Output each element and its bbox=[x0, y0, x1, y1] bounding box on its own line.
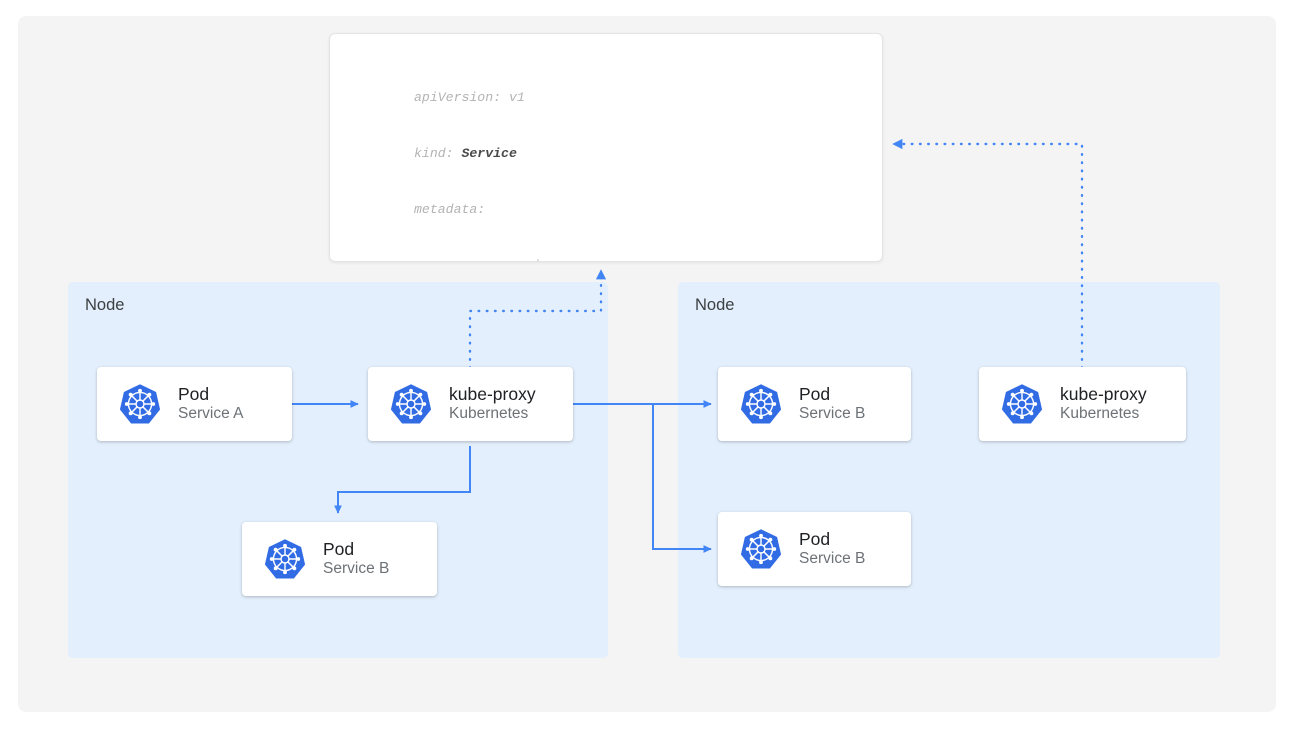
entity-title: Pod bbox=[799, 528, 831, 549]
entity-title: kube-proxy bbox=[449, 383, 536, 404]
entity-kube-proxy-right-labels: kube-proxy Kubernetes bbox=[1060, 384, 1147, 424]
entity-pod-service-b-right-bottom[interactable]: Pod Service B bbox=[718, 512, 911, 586]
entity-title: Pod bbox=[323, 538, 355, 559]
yaml-kind-value: Service bbox=[461, 145, 517, 161]
kubernetes-icon bbox=[740, 384, 782, 424]
entity-pod-service-b-right-top-labels: Pod Service B bbox=[799, 384, 865, 424]
node-group-left: Node bbox=[68, 282, 608, 658]
node-left-label: Node bbox=[85, 296, 125, 314]
entity-subtitle: Service B bbox=[799, 405, 866, 423]
yaml-line-name: name: my-service bbox=[414, 257, 738, 261]
entity-kube-proxy-left-labels: kube-proxy Kubernetes bbox=[449, 384, 536, 424]
entity-subtitle: Kubernetes bbox=[1060, 405, 1140, 423]
entity-subtitle: Service B bbox=[323, 560, 390, 578]
service-manifest-card: apiVersion: v1 kind: Service metadata: n… bbox=[329, 33, 883, 262]
yaml-line-metadata: metadata: bbox=[414, 201, 486, 217]
service-manifest-text: apiVersion: v1 kind: Service metadata: n… bbox=[414, 52, 738, 261]
kubernetes-icon bbox=[264, 539, 306, 579]
entity-pod-service-a-labels: Pod Service A bbox=[178, 384, 243, 424]
entity-pod-service-b-left-labels: Pod Service B bbox=[323, 539, 389, 579]
entity-pod-service-b-right-top[interactable]: Pod Service B bbox=[718, 367, 911, 441]
entity-title: Pod bbox=[178, 383, 210, 404]
entity-subtitle: Kubernetes bbox=[449, 405, 529, 423]
entity-title: kube-proxy bbox=[1060, 383, 1147, 404]
entity-pod-service-a[interactable]: Pod Service A bbox=[97, 367, 292, 441]
yaml-line-kind: kind: Service bbox=[414, 145, 517, 161]
kubernetes-icon bbox=[740, 529, 782, 569]
entity-pod-service-b-right-bottom-labels: Pod Service B bbox=[799, 529, 865, 569]
entity-kube-proxy-right[interactable]: kube-proxy Kubernetes bbox=[979, 367, 1186, 441]
yaml-line-apiversion: apiVersion: v1 bbox=[414, 90, 525, 106]
node-group-right: Node bbox=[678, 282, 1220, 658]
entity-subtitle: Service B bbox=[799, 550, 866, 568]
kubernetes-icon bbox=[119, 384, 161, 424]
entity-subtitle: Service A bbox=[178, 405, 244, 423]
kubernetes-icon bbox=[1001, 384, 1043, 424]
kubernetes-icon bbox=[390, 384, 432, 424]
entity-kube-proxy-left[interactable]: kube-proxy Kubernetes bbox=[368, 367, 573, 441]
node-right-label: Node bbox=[695, 296, 735, 314]
entity-title: Pod bbox=[799, 383, 831, 404]
entity-pod-service-b-left[interactable]: Pod Service B bbox=[242, 522, 437, 596]
